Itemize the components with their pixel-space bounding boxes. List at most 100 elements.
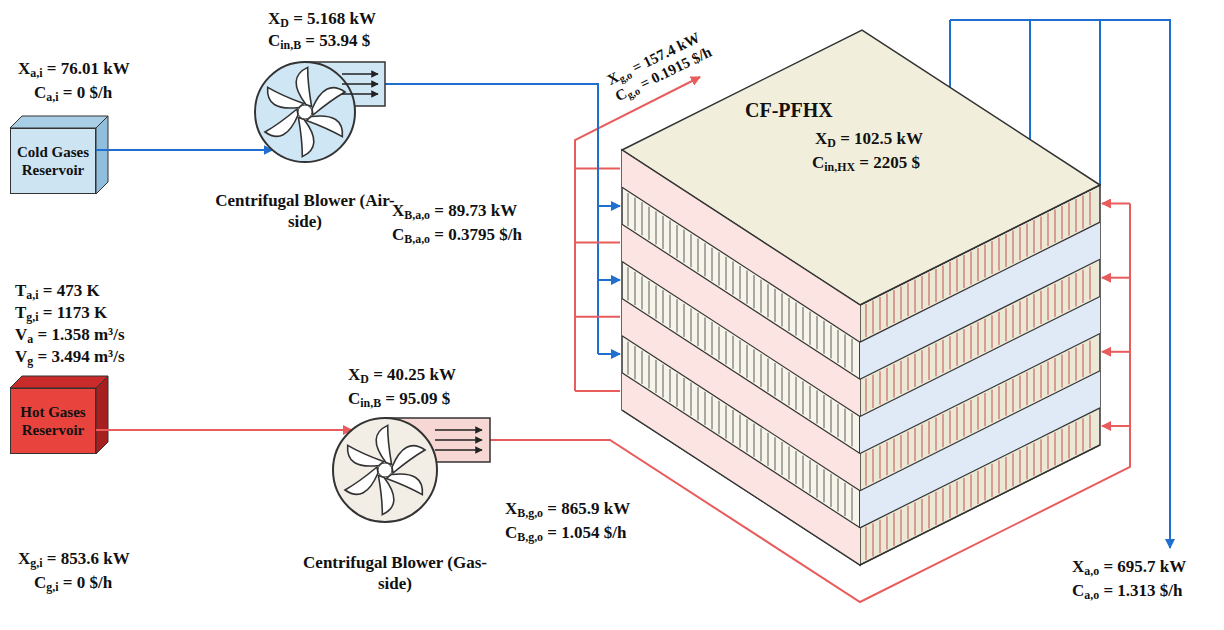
node-value: XD = 102.5 kW xyxy=(815,128,923,149)
fin-stroke xyxy=(915,502,916,535)
fin-stroke xyxy=(1027,446,1028,479)
fin-stroke xyxy=(971,400,972,433)
fin-stroke xyxy=(635,346,636,379)
value-label: XB,a,o = 89.73 kW xyxy=(392,200,517,222)
fin-stroke xyxy=(1020,301,1021,334)
fin-stroke xyxy=(915,428,916,461)
value-label: Ca,i = 0 $/h xyxy=(34,82,112,104)
fin-stroke xyxy=(887,442,888,475)
fin-stroke xyxy=(663,216,664,249)
fin-stroke xyxy=(1083,270,1084,303)
heat-exchanger-drawing xyxy=(620,28,1105,568)
fin-stroke xyxy=(831,474,832,507)
layer-fill xyxy=(622,373,860,565)
fin-stroke xyxy=(860,334,1100,454)
fin-stroke xyxy=(740,415,741,448)
fin-stroke xyxy=(622,261,860,416)
fin-stroke xyxy=(929,495,930,528)
fin-stroke xyxy=(698,239,699,272)
fin-stroke xyxy=(908,506,909,539)
value-label: Ta,i = 473 K xyxy=(15,280,100,302)
fin-stroke xyxy=(789,298,790,331)
fin-stroke xyxy=(726,257,727,290)
fin-stroke xyxy=(1055,432,1056,465)
value-label: Va = 1.358 m³/s xyxy=(15,324,125,346)
fin-stroke xyxy=(880,446,881,479)
fin-stroke xyxy=(810,386,811,419)
fin-stroke xyxy=(908,432,909,465)
fin-stroke xyxy=(712,322,713,355)
fin-stroke xyxy=(860,445,1100,565)
fin-stroke xyxy=(747,271,748,304)
fin-stroke xyxy=(761,280,762,313)
fin-stroke xyxy=(1069,277,1070,310)
node-title: Centrifugal Blower (Air-side) xyxy=(210,190,400,232)
fin-stroke xyxy=(1034,294,1035,327)
fin-stroke xyxy=(866,304,867,337)
fin-stroke xyxy=(649,207,650,240)
fin-stroke xyxy=(860,371,1100,491)
fin-stroke xyxy=(712,396,713,429)
fin-stroke xyxy=(1020,376,1021,409)
fin-stroke xyxy=(1041,291,1042,324)
fin-stroke xyxy=(922,499,923,532)
fin-stroke xyxy=(824,469,825,502)
fin-stroke xyxy=(894,364,895,397)
value-label: XD = 40.25 kW xyxy=(348,364,456,386)
fin-stroke xyxy=(642,276,643,309)
fin-stroke xyxy=(1076,199,1077,232)
rotated-label-group: Xg,o = 157.4 kWCg,o = 0.1915 $/h xyxy=(604,11,746,105)
fin-stroke xyxy=(950,262,951,295)
fin-stroke xyxy=(1048,287,1049,320)
fin-stroke xyxy=(796,451,797,484)
fin-stroke xyxy=(1034,220,1035,253)
fin-stroke xyxy=(894,290,895,323)
fin-stroke xyxy=(922,350,923,383)
fin-stroke xyxy=(824,321,825,354)
node-title: CF-PFHX xyxy=(745,98,833,122)
fin-stroke xyxy=(622,187,860,342)
fin-stroke xyxy=(901,509,902,542)
fin-stroke xyxy=(950,485,951,518)
fin-stroke xyxy=(698,313,699,346)
fin-stroke xyxy=(866,378,867,411)
flow-line xyxy=(385,84,620,206)
fin-stroke xyxy=(964,404,965,437)
fin-stroke xyxy=(1006,457,1007,490)
fin-stroke xyxy=(670,220,671,253)
fin-stroke xyxy=(999,312,1000,345)
fin-stroke xyxy=(908,283,909,316)
fin-stroke xyxy=(1041,365,1042,398)
fin-stroke xyxy=(622,410,860,565)
fin-stroke xyxy=(705,392,706,425)
fin-stroke xyxy=(733,261,734,294)
value-label: Vg = 3.494 m³/s xyxy=(15,346,125,368)
fin-stroke xyxy=(845,409,846,442)
fin-stroke xyxy=(922,425,923,458)
fin-stroke xyxy=(1048,436,1049,469)
fin-stroke xyxy=(894,439,895,472)
fin-stroke xyxy=(838,330,839,363)
fin-stroke xyxy=(684,378,685,411)
fin-stroke xyxy=(1006,234,1007,267)
fin-stroke xyxy=(957,333,958,366)
fin-stroke xyxy=(684,230,685,263)
fin-stroke xyxy=(761,428,762,461)
fin-stroke xyxy=(943,340,944,373)
fin-stroke xyxy=(656,211,657,244)
fin-stroke xyxy=(719,327,720,360)
value-label: Xa,o = 695.7 kW xyxy=(1072,556,1186,578)
fin-stroke xyxy=(733,410,734,443)
fin-stroke xyxy=(852,487,853,520)
fin-stroke xyxy=(971,252,972,285)
fin-stroke xyxy=(789,446,790,479)
fin-stroke xyxy=(1013,231,1014,264)
fin-stroke xyxy=(1020,450,1021,483)
fin-stroke xyxy=(929,273,930,306)
fin-stroke xyxy=(873,301,874,334)
fin-stroke xyxy=(810,312,811,345)
fin-stroke xyxy=(957,407,958,440)
fin-stroke xyxy=(838,404,839,437)
fin-stroke xyxy=(719,252,720,285)
fin-stroke xyxy=(936,343,937,376)
